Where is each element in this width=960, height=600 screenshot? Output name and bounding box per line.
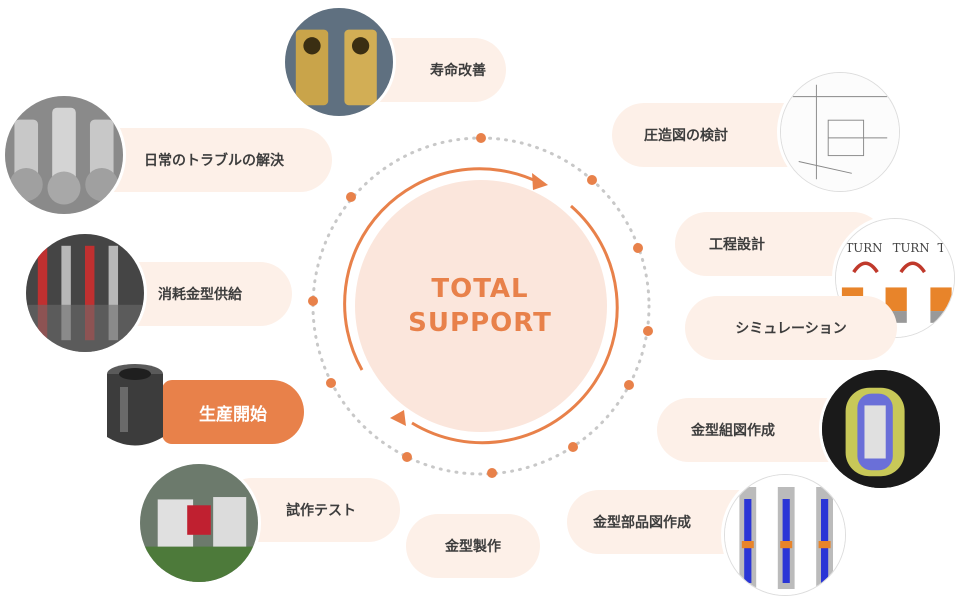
arrow-bottom-icon — [390, 410, 406, 426]
step-label: 消耗金型供給 — [158, 287, 242, 303]
step-die-making: 金型製作 — [406, 514, 540, 578]
step-label: 金型組図作成 — [691, 423, 775, 439]
step-label: 圧造図の検討 — [644, 128, 728, 144]
photo-consumable-supply — [26, 234, 144, 352]
center-disc — [355, 180, 607, 432]
center-title-line2: SUPPORT — [408, 308, 552, 338]
step-label: 生産開始 — [199, 404, 267, 425]
step-label: シミュレーション — [735, 321, 847, 337]
step-dots — [308, 133, 653, 478]
center-title-line1: TOTAL — [431, 274, 529, 304]
step-label: 試作テスト — [286, 503, 356, 519]
step-label: 寿命改善 — [430, 63, 486, 79]
photo-daily-trouble — [5, 96, 123, 214]
arrow-top-icon — [532, 173, 548, 190]
step-label: 金型部品図作成 — [593, 515, 691, 531]
step-simulation: シミュレーション — [685, 296, 897, 360]
arc-right — [411, 204, 619, 445]
photo-die-parts — [724, 474, 846, 596]
photo-simulation-model — [822, 370, 940, 488]
photo-life-improvement — [285, 8, 393, 116]
photo-trial-test — [140, 464, 258, 582]
step-label: 金型製作 — [445, 539, 501, 555]
production-part-image — [100, 362, 170, 452]
step-label: 日常のトラブルの解決 — [144, 153, 284, 169]
turn-label: TURN — [893, 241, 930, 255]
arc-left — [343, 167, 541, 371]
turn-label: TURN — [845, 241, 882, 255]
photo-forging-drawing — [780, 72, 900, 192]
center-title: TOTAL SUPPORT — [390, 272, 570, 340]
step-production-start: 生産開始 — [162, 380, 304, 444]
step-label: 工程設計 — [709, 237, 765, 253]
